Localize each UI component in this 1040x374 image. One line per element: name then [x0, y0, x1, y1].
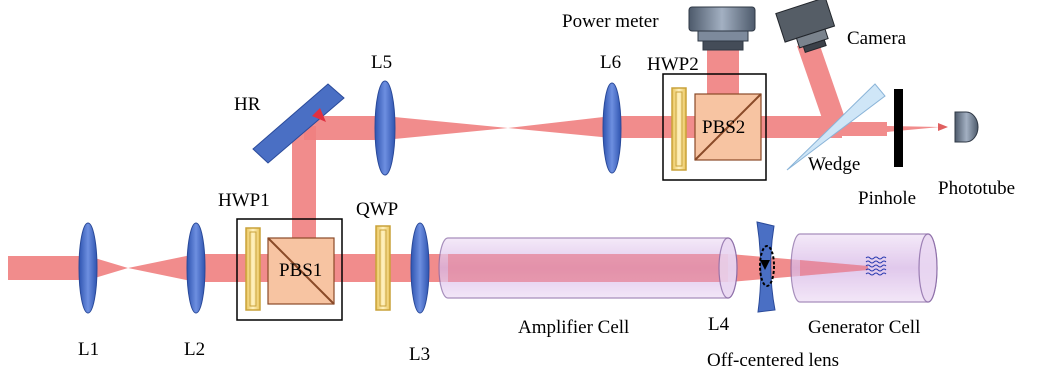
phototube — [954, 111, 979, 143]
vertical-beam — [292, 126, 316, 256]
lens-l4-off-centered — [756, 221, 776, 313]
camera — [775, 0, 836, 53]
label-l6: L6 — [600, 52, 621, 73]
lens-l6 — [602, 82, 622, 174]
lens-l2 — [186, 222, 206, 314]
label-hr: HR — [234, 94, 261, 115]
label-phototube: Phototube — [938, 178, 1015, 199]
label-pbs1: PBS1 — [279, 260, 322, 281]
label-l4: L4 — [708, 314, 730, 335]
pbs1-cube — [267, 237, 335, 305]
label-wedge: Wedge — [808, 154, 860, 175]
label-hwp1: HWP1 — [218, 190, 270, 211]
lens-l3 — [410, 222, 430, 314]
label-hwp2: HWP2 — [647, 54, 699, 75]
label-qwp: QWP — [356, 199, 398, 220]
label-l1: L1 — [78, 339, 99, 360]
label-power-meter: Power meter — [562, 11, 659, 32]
hr-mirror — [252, 83, 345, 164]
pinhole — [894, 89, 903, 167]
generator-cell — [790, 233, 938, 303]
lens-l5 — [374, 80, 396, 176]
label-pinhole: Pinhole — [858, 188, 916, 209]
pbs2-cube — [694, 93, 762, 161]
lower-beam — [8, 254, 868, 282]
hwp2-waveplate — [671, 87, 687, 171]
wedge — [786, 83, 886, 171]
label-camera: Camera — [847, 28, 907, 49]
label-off-centered-lens: Off-centered lens — [707, 350, 839, 371]
hwp1-waveplate — [245, 227, 261, 311]
pbs2-frame — [662, 73, 767, 181]
pbs1-frame — [236, 218, 343, 321]
label-amplifier-cell: Amplifier Cell — [518, 317, 629, 338]
qwp-waveplate — [375, 225, 391, 311]
lens-l1 — [78, 222, 98, 314]
label-pbs2: PBS2 — [702, 117, 745, 138]
label-generator-cell: Generator Cell — [808, 317, 920, 338]
generation-wave-icon — [865, 256, 887, 276]
label-l5: L5 — [371, 52, 392, 73]
label-l3: L3 — [409, 344, 430, 365]
power-meter — [688, 6, 756, 51]
amplifier-cell — [438, 237, 738, 299]
label-l2: L2 — [184, 339, 205, 360]
arrow-head-phototube — [938, 123, 948, 131]
